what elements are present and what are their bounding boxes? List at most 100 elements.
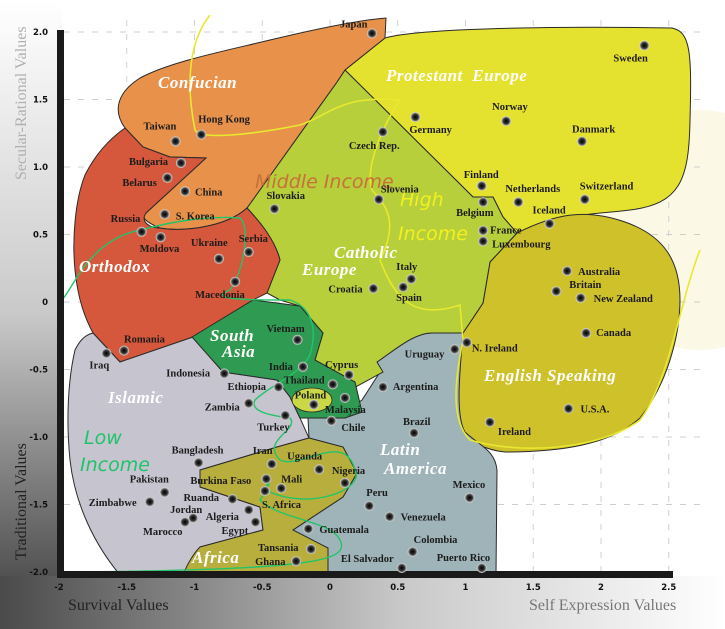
data-point-brazil	[409, 427, 420, 438]
region-orthodox	[73, 127, 281, 363]
point-label-sweden: Sweden	[613, 54, 648, 65]
data-point-china	[180, 186, 191, 197]
point-label-guatemala: Guatemala	[319, 525, 369, 536]
point-label-colombia: Colombia	[414, 535, 459, 546]
data-point-britain	[551, 286, 562, 297]
data-point-marocco	[180, 517, 191, 528]
point-label-tansania: Tansania	[258, 543, 299, 554]
region-label-africa: Africa	[191, 548, 239, 567]
point-label-argentina: Argentina	[393, 382, 439, 393]
point-label-spain: Spain	[396, 293, 422, 304]
point-label-canada: Canada	[596, 328, 632, 339]
point-label-china: China	[195, 187, 223, 198]
data-point-algeria	[243, 504, 254, 515]
point-label-czech-rep: Czech Rep.	[349, 141, 400, 152]
point-label-ruanda: Ruanda	[183, 493, 219, 504]
data-point-finland	[476, 180, 487, 191]
data-point-india	[297, 361, 308, 372]
data-point-puerto-rico	[476, 562, 487, 573]
bottom-axis-panel	[0, 576, 725, 629]
point-label-slovenia: Slovenia	[381, 184, 420, 195]
x-tick-label: 2.5	[661, 583, 676, 593]
data-point-zambia	[243, 398, 254, 409]
data-point-indonesia	[219, 368, 230, 379]
data-point-burkina-faso	[261, 473, 272, 484]
point-label-france: France	[490, 225, 522, 236]
y-tick-label: -0.5	[29, 366, 48, 376]
data-point-cyprus	[343, 369, 354, 380]
point-label-australia: Australia	[578, 267, 621, 278]
data-point-new-zealand	[575, 292, 586, 303]
data-point-pakistan	[159, 487, 170, 498]
data-point-chile	[326, 415, 337, 426]
point-label-zimbabwe: Zimbabwe	[89, 498, 137, 509]
point-label-serbia: Serbia	[239, 234, 269, 245]
x-axis-line	[57, 571, 673, 578]
point-label-luxembourg: Luxembourg	[492, 239, 551, 250]
point-label-romania: Romania	[124, 335, 166, 346]
point-label-italy: Italy	[396, 262, 418, 273]
point-label-india: India	[269, 362, 294, 373]
data-point-uruguay	[449, 344, 460, 355]
data-point-nigeria	[339, 477, 350, 488]
y-tick-label: 0.5	[33, 231, 48, 241]
point-label-uganda: Uganda	[287, 451, 323, 462]
data-point-el-salvador	[396, 562, 407, 573]
point-label-russia: Russia	[111, 214, 142, 225]
region-label-catholic-europe: Europe	[301, 260, 357, 279]
point-label-thailand: Thailand	[284, 375, 325, 386]
point-label-britain: Britain	[569, 280, 601, 291]
point-label-brazil: Brazil	[403, 417, 430, 428]
data-point-colombia	[407, 546, 418, 557]
point-label-ireland: Ireland	[498, 427, 531, 438]
point-label-netherlands: Netherlands	[505, 184, 560, 195]
point-label-algeria: Algeria	[206, 512, 240, 523]
data-point-netherlands	[513, 197, 524, 208]
point-label-germany: Germany	[409, 125, 452, 136]
income-label-low-income: Income	[80, 454, 150, 476]
y-tick-label: -1.0	[29, 433, 48, 443]
x-tick-label: -1.5	[117, 583, 136, 593]
income-label-low-income: Low	[84, 427, 122, 449]
data-point-mexico	[464, 492, 475, 503]
data-point-russia	[136, 226, 147, 237]
point-label-nigeria: Nigeria	[332, 466, 366, 477]
point-label-malaysia: Malaysia	[325, 405, 367, 416]
data-point-iceland	[544, 218, 555, 229]
data-point-belarus	[162, 172, 173, 183]
point-label-switzerland: Switzerland	[580, 181, 634, 192]
data-point-bangladesh	[193, 457, 204, 468]
region-label-latin-america: America	[383, 459, 447, 478]
point-label-peru: Peru	[366, 488, 388, 499]
income-label-middle-income: Middle Income	[255, 171, 394, 193]
point-label-belarus: Belarus	[122, 178, 156, 189]
data-point-norway	[501, 116, 512, 127]
data-point-n-ireland	[461, 337, 472, 348]
point-label-cyprus: Cyprus	[325, 360, 358, 371]
region-label-catholic-europe: Catholic	[334, 243, 398, 262]
region-label-english-speaking: English Speaking	[483, 366, 616, 385]
point-label-u-s-a: U.S.A.	[580, 405, 609, 416]
point-label-taiwan: Taiwan	[144, 121, 177, 132]
point-label-indonesia: Indonesia	[166, 369, 211, 380]
data-point-slovenia	[373, 194, 384, 205]
data-point-germany	[410, 112, 421, 123]
data-point-egypt	[250, 517, 261, 528]
y-tick-label: 1.5	[33, 96, 48, 106]
point-label-iraq: Iraq	[89, 360, 109, 371]
data-point-romania	[119, 345, 130, 356]
left-axis-panel	[0, 0, 62, 629]
region-label-islamic: Islamic	[107, 388, 163, 407]
y-axis-label-secular-rational: Secular-Rational Values	[13, 26, 30, 180]
axes	[57, 30, 673, 578]
point-label-egypt: Egypt	[221, 526, 248, 537]
data-point-australia	[562, 265, 573, 276]
high-income-boundary	[189, 14, 701, 449]
point-label-s-korea: S. Korea	[176, 211, 216, 222]
data-point-ethiopia	[273, 382, 284, 393]
point-label-venezuela: Venezuela	[401, 513, 447, 524]
data-point-malaysia	[339, 392, 350, 403]
data-point-taiwan	[170, 136, 181, 147]
point-label-iran: Iran	[253, 446, 273, 457]
